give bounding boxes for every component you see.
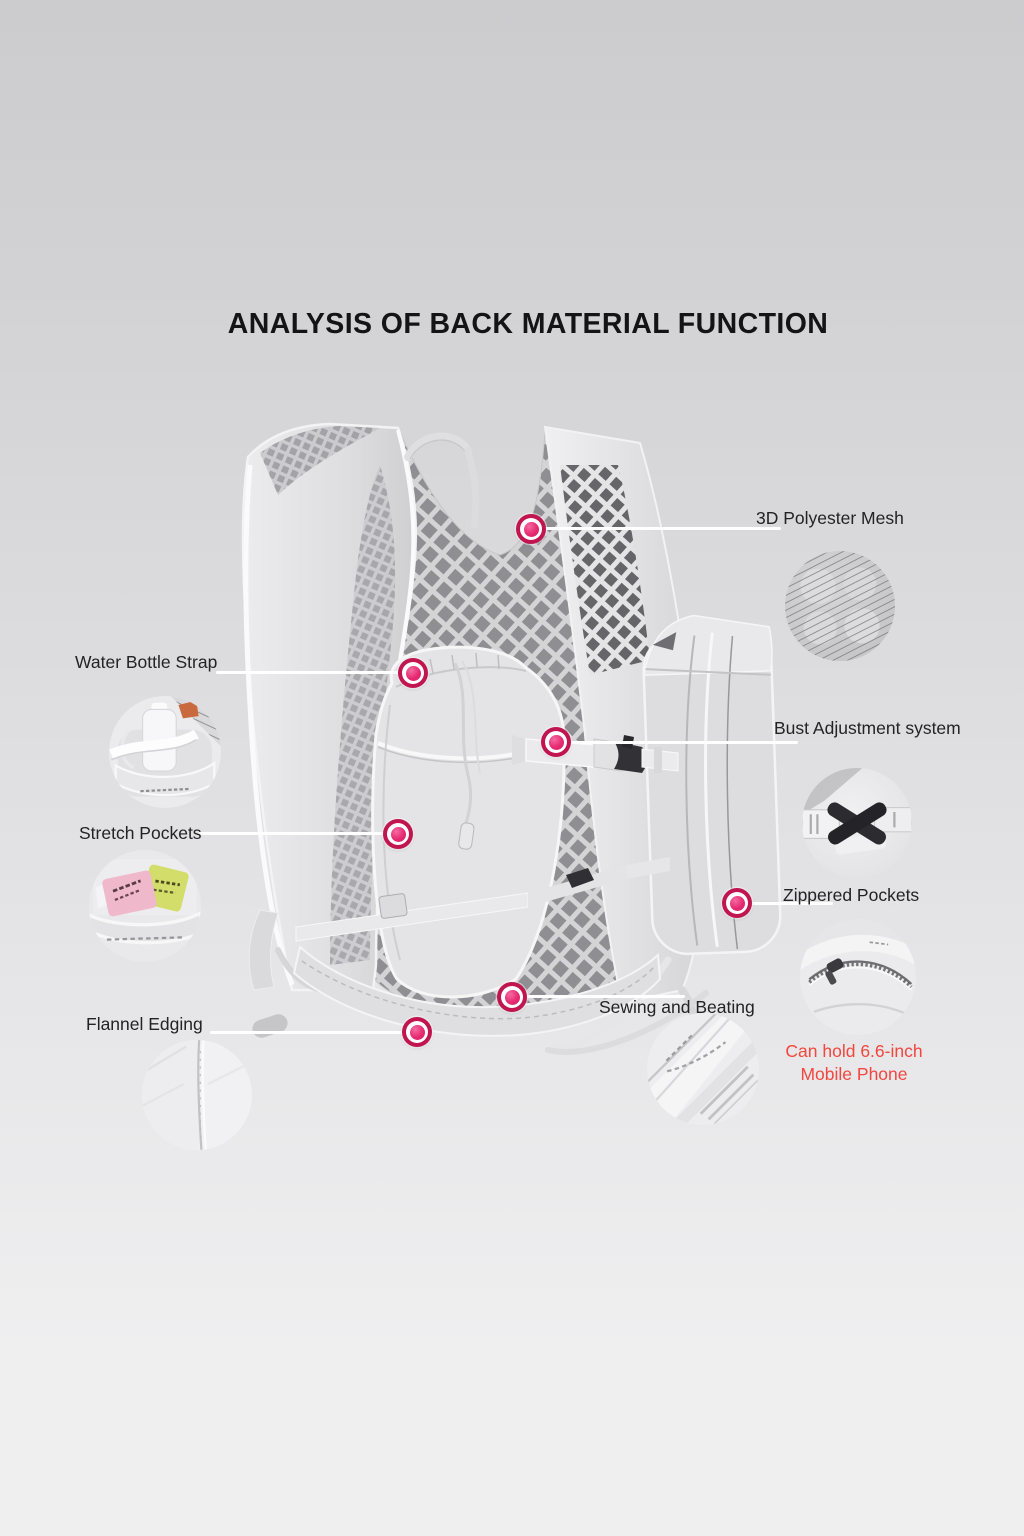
marker-water-bottle-strap (398, 658, 428, 688)
annotation-label-stretch-pockets: Stretch Pockets (79, 823, 202, 843)
mesh-texture-photo (785, 551, 895, 661)
marker-3d-polyester-mesh (516, 514, 546, 544)
sewing-stitch-photo (647, 1013, 759, 1125)
annotation-label-sewing-and-beating: Sewing and Beating (599, 997, 755, 1017)
marker-bust-adjustment (541, 727, 571, 757)
leader-line-stretch-pockets (198, 832, 398, 835)
stretch-pocket-photo (89, 850, 201, 962)
annotation-label-water-bottle-strap: Water Bottle Strap (75, 652, 218, 672)
phone-capacity-note-line2: Mobile Phone (800, 1063, 908, 1084)
leader-line-bust-adjustment (556, 741, 798, 744)
annotation-label-zippered-pockets: Zippered Pockets (783, 885, 920, 905)
phone-capacity-note-line1: Can hold 6.6-inch (785, 1041, 923, 1061)
leader-line-sewing-and-beating (512, 995, 685, 998)
annotation-label-3d-polyester-mesh: 3D Polyester Mesh (756, 508, 904, 528)
annotation-label-flannel-edging: Flannel Edging (86, 1014, 203, 1034)
annotation-label-bust-adjustment: Bust Adjustment system (774, 718, 961, 738)
water-bottle-photo (109, 696, 221, 808)
leader-line-3d-polyester-mesh (533, 527, 781, 530)
bust-buckle-photo (802, 768, 912, 878)
marker-sewing-and-beating (497, 982, 527, 1012)
marker-stretch-pockets (383, 819, 413, 849)
page-title: ANALYSIS OF BACK MATERIAL FUNCTION (227, 308, 829, 340)
leader-line-zippered-pockets (737, 902, 833, 905)
leader-line-flannel-edging (210, 1031, 417, 1034)
zippered-pocket-photo (800, 919, 916, 1035)
marker-zippered-pockets (722, 888, 752, 918)
chest-strap-buckle (512, 735, 679, 773)
phone-capacity-note: Can hold 6.6-inch Mobile Phone (773, 1040, 935, 1085)
marker-flannel-edging (402, 1017, 432, 1047)
carry-handle (404, 432, 480, 529)
zippered-phone-pocket (642, 614, 782, 956)
hydration-vest-illustration (241, 422, 782, 1055)
leader-line-water-bottle-strap (216, 671, 413, 674)
flannel-edging-photo (142, 1040, 252, 1150)
